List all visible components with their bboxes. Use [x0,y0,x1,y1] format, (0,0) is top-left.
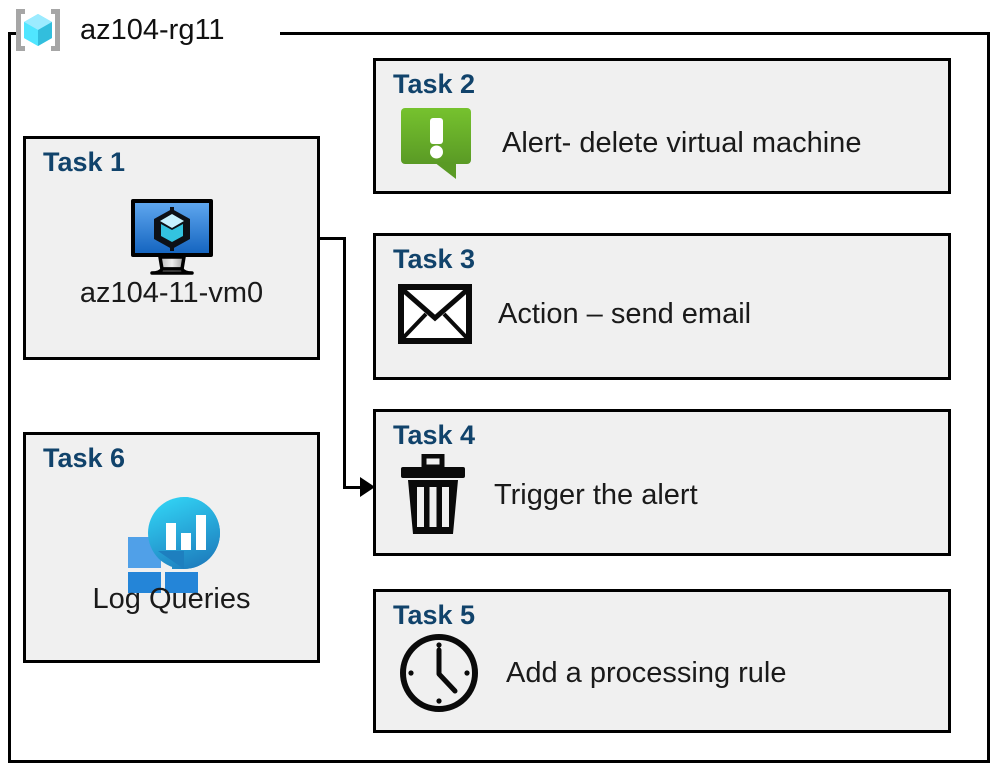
card-task5-text: Add a processing rule [506,656,787,689]
trash-can-icon [398,454,468,536]
card-task1-title: Task 1 [43,147,126,177]
card-task1-text: az104-11-vm0 [79,277,264,309]
connector-task1-task4-segment-vertical [343,237,346,489]
connector-arrowhead-icon [360,477,375,497]
card-task3[interactable]: Task 3 Action – send email [373,233,951,380]
alert-bubble-icon [398,105,476,181]
clock-icon [398,632,480,714]
connector-task1-task4-segment-entry [343,486,363,489]
resource-group-name: az104-rg11 [80,13,225,46]
card-task2-title: Task 2 [393,69,476,99]
card-task4[interactable]: Task 4 Trigger the alert [373,409,951,556]
card-task5-title: Task 5 [393,600,476,630]
log-analytics-icon [26,493,317,593]
card-task3-title: Task 3 [393,244,476,274]
card-task1[interactable]: Task 1 [23,136,320,360]
card-task2[interactable]: Task 2 Alert- delete virtual machin [373,58,951,194]
card-task6-text: Log Queries [92,583,251,615]
envelope-icon [398,284,472,344]
card-task5[interactable]: Task 5 Add a processing rule [373,589,951,733]
resource-group-boundary [8,32,990,763]
azure-resource-group-icon [12,6,64,54]
resource-group-label: az104-rg11 [12,4,225,56]
card-task4-text: Trigger the alert [494,478,698,511]
card-task2-text: Alert- delete virtual machine [502,126,862,159]
card-task6-title: Task 6 [43,443,126,473]
card-task3-text: Action – send email [498,297,752,330]
virtual-machine-icon [26,195,317,279]
card-task6[interactable]: Task 6 [23,432,320,663]
card-task4-title: Task 4 [393,420,476,450]
resource-group-label-notch [18,22,280,44]
